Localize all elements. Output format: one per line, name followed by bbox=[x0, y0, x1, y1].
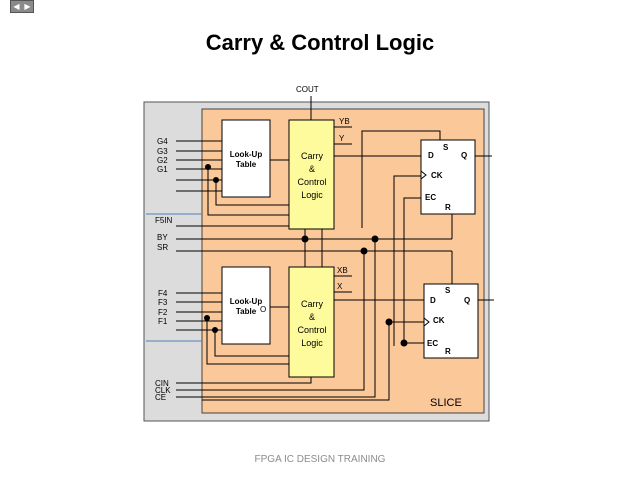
diagram-label-diagram-top_outputs-0: YB bbox=[339, 117, 350, 126]
slice-label: SLICE bbox=[430, 397, 462, 409]
top-lut-label-1: Look-Up bbox=[230, 150, 263, 159]
next-slide-icon[interactable]: ▶ bbox=[24, 2, 31, 11]
diagram-label-diagram-bottom_inputs-1: F3 bbox=[158, 298, 168, 307]
prev-slide-icon[interactable]: ◀ bbox=[13, 2, 20, 11]
slide-footer: FPGA IC DESIGN TRAINING bbox=[254, 454, 386, 465]
diagram-label-diagram-top_inputs-0: G4 bbox=[157, 137, 168, 146]
diagram-label-diagram-ff_pins-d: D bbox=[428, 151, 434, 160]
diagram-label-diagram-carry_label-3: Logic bbox=[301, 190, 323, 200]
bottom-flip-flop bbox=[423, 283, 479, 359]
diagram-label-diagram-bottom_inputs-2: F2 bbox=[158, 308, 168, 317]
cout-label: COUT bbox=[296, 85, 319, 94]
bottom-lut-box bbox=[221, 266, 271, 345]
top-flip-flop bbox=[420, 139, 476, 215]
diagram-label-diagram-bottom_outputs-0: XB bbox=[337, 266, 348, 275]
slide-title: Carry & Control Logic bbox=[205, 30, 435, 55]
bottom-lut-label-1: Look-Up bbox=[230, 297, 263, 306]
diagram-label-diagram-ff_pins-ck: CK bbox=[431, 171, 443, 180]
bottom-carry-block bbox=[288, 266, 335, 378]
diagram-label-diagram-side_inputs-0: F5IN bbox=[155, 216, 173, 225]
diagram-label-diagram-carry_label-3: Logic bbox=[301, 338, 323, 348]
diagram-label-diagram-ff_pins-ck: CK bbox=[433, 316, 445, 325]
diagram-label-diagram-ff_pins-q: Q bbox=[464, 296, 470, 305]
diagram-label-diagram-ff_pins-r: R bbox=[445, 347, 451, 356]
diagram-label-diagram-ff_pins-r: R bbox=[445, 203, 451, 212]
diagram-label-diagram-side_inputs-1: BY bbox=[157, 233, 168, 242]
slide-nav-control[interactable]: ◀ ▶ bbox=[10, 0, 34, 13]
diagram-label-diagram-ff_pins-ec: EC bbox=[427, 339, 438, 348]
bottom-lut-label-2: Table bbox=[236, 307, 257, 316]
diagram-label-diagram-top_inputs-3: G1 bbox=[157, 165, 168, 174]
diagram-label-diagram-carry_label-1: & bbox=[309, 312, 315, 322]
diagram-label-diagram-top_inputs-1: G3 bbox=[157, 147, 168, 156]
diagram-label-diagram-ff_pins-q: Q bbox=[461, 151, 467, 160]
diagram-label-diagram-carry_label-2: Control bbox=[297, 325, 326, 335]
diagram-label-diagram-carry_label-0: Carry bbox=[301, 151, 323, 161]
diagram-label-diagram-bottom_pins-0: CIN bbox=[155, 379, 169, 388]
diagram-label-diagram-carry_label-1: & bbox=[309, 164, 315, 174]
diagram-label-diagram-top_outputs-1: Y bbox=[339, 134, 345, 143]
diagram-label-diagram-side_inputs-2: SR bbox=[157, 243, 168, 252]
diagram-label-diagram-ff_pins-ec: EC bbox=[425, 193, 436, 202]
top-lut-box bbox=[221, 119, 271, 198]
diagram-label-diagram-top_inputs-2: G2 bbox=[157, 156, 168, 165]
diagram-label-diagram-carry_label-0: Carry bbox=[301, 299, 323, 309]
diagram-label-diagram-bottom_outputs-1: X bbox=[337, 282, 343, 291]
top-lut-label-2: Table bbox=[236, 160, 257, 169]
diagram-label-diagram-bottom_pins-1: CLK bbox=[155, 386, 171, 395]
diagram-label-diagram-bottom_pins-2: CE bbox=[155, 393, 166, 402]
lut-output-label: O bbox=[260, 305, 266, 314]
diagram-label-diagram-ff_pins-d: D bbox=[430, 296, 436, 305]
diagram-label-diagram-carry_label-2: Control bbox=[297, 177, 326, 187]
diagram-label-diagram-bottom_inputs-0: F4 bbox=[158, 289, 168, 298]
top-carry-block bbox=[288, 119, 335, 230]
diagram-label-diagram-ff_pins-s: S bbox=[445, 286, 451, 295]
diagram-label-diagram-ff_pins-s: S bbox=[443, 143, 449, 152]
diagram-label-diagram-bottom_inputs-3: F1 bbox=[158, 317, 168, 326]
